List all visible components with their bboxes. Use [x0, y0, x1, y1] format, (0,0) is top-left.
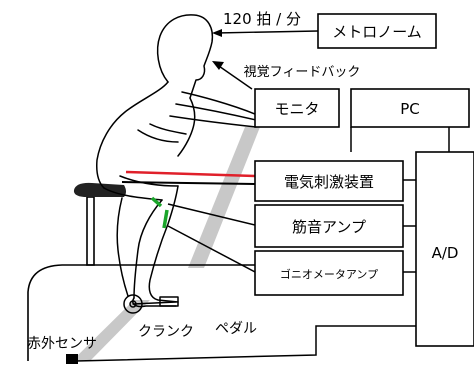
monitor-label: モニタ — [274, 100, 319, 118]
seat — [73, 182, 126, 197]
infrared-sensor — [66, 354, 78, 364]
ad-label: A/D — [432, 244, 459, 262]
mmg-wire — [167, 203, 256, 226]
stimulator-box — [254, 160, 404, 202]
gonio-amp-box — [254, 250, 404, 296]
stimulator-label: 電気刺激装置 — [284, 173, 374, 191]
ad-box — [415, 151, 474, 347]
electrode-wire-black — [121, 181, 256, 185]
crank-label: クランク — [138, 324, 194, 340]
visual-arrow — [215, 63, 253, 90]
pc-box — [350, 88, 470, 128]
gonio-amp-label: ゴニオメータアンプ — [280, 267, 378, 281]
audio-arrow — [215, 30, 319, 34]
monitor-view-beam — [188, 127, 260, 268]
visual-arrow-head — [212, 61, 224, 70]
electrode-wire-red — [125, 170, 256, 178]
gonio-wire — [167, 225, 256, 273]
pedal-label: ペダル — [215, 321, 257, 337]
seat-post — [86, 196, 95, 266]
metronome-label: メトロノーム — [332, 23, 422, 41]
ir-sensor-label: 赤外センサ — [27, 336, 97, 352]
mmg-sensor — [150, 196, 163, 208]
emg-amp-box — [254, 204, 404, 248]
subject-figure — [96, 14, 257, 314]
audio-arrow-head — [212, 29, 222, 37]
tempo-label: 120 拍 / 分 — [223, 10, 301, 28]
visual-feedback-label: 視覚フィードバック — [244, 65, 361, 80]
goniometer-sensor — [162, 209, 169, 229]
pc-label: PC — [400, 100, 420, 118]
infrared-beam — [72, 300, 150, 361]
sensor-to-ad-wire — [75, 325, 416, 362]
monitor-box — [254, 88, 340, 128]
emg-amp-label: 筋音アンプ — [292, 218, 366, 236]
metronome-box — [317, 13, 437, 49]
